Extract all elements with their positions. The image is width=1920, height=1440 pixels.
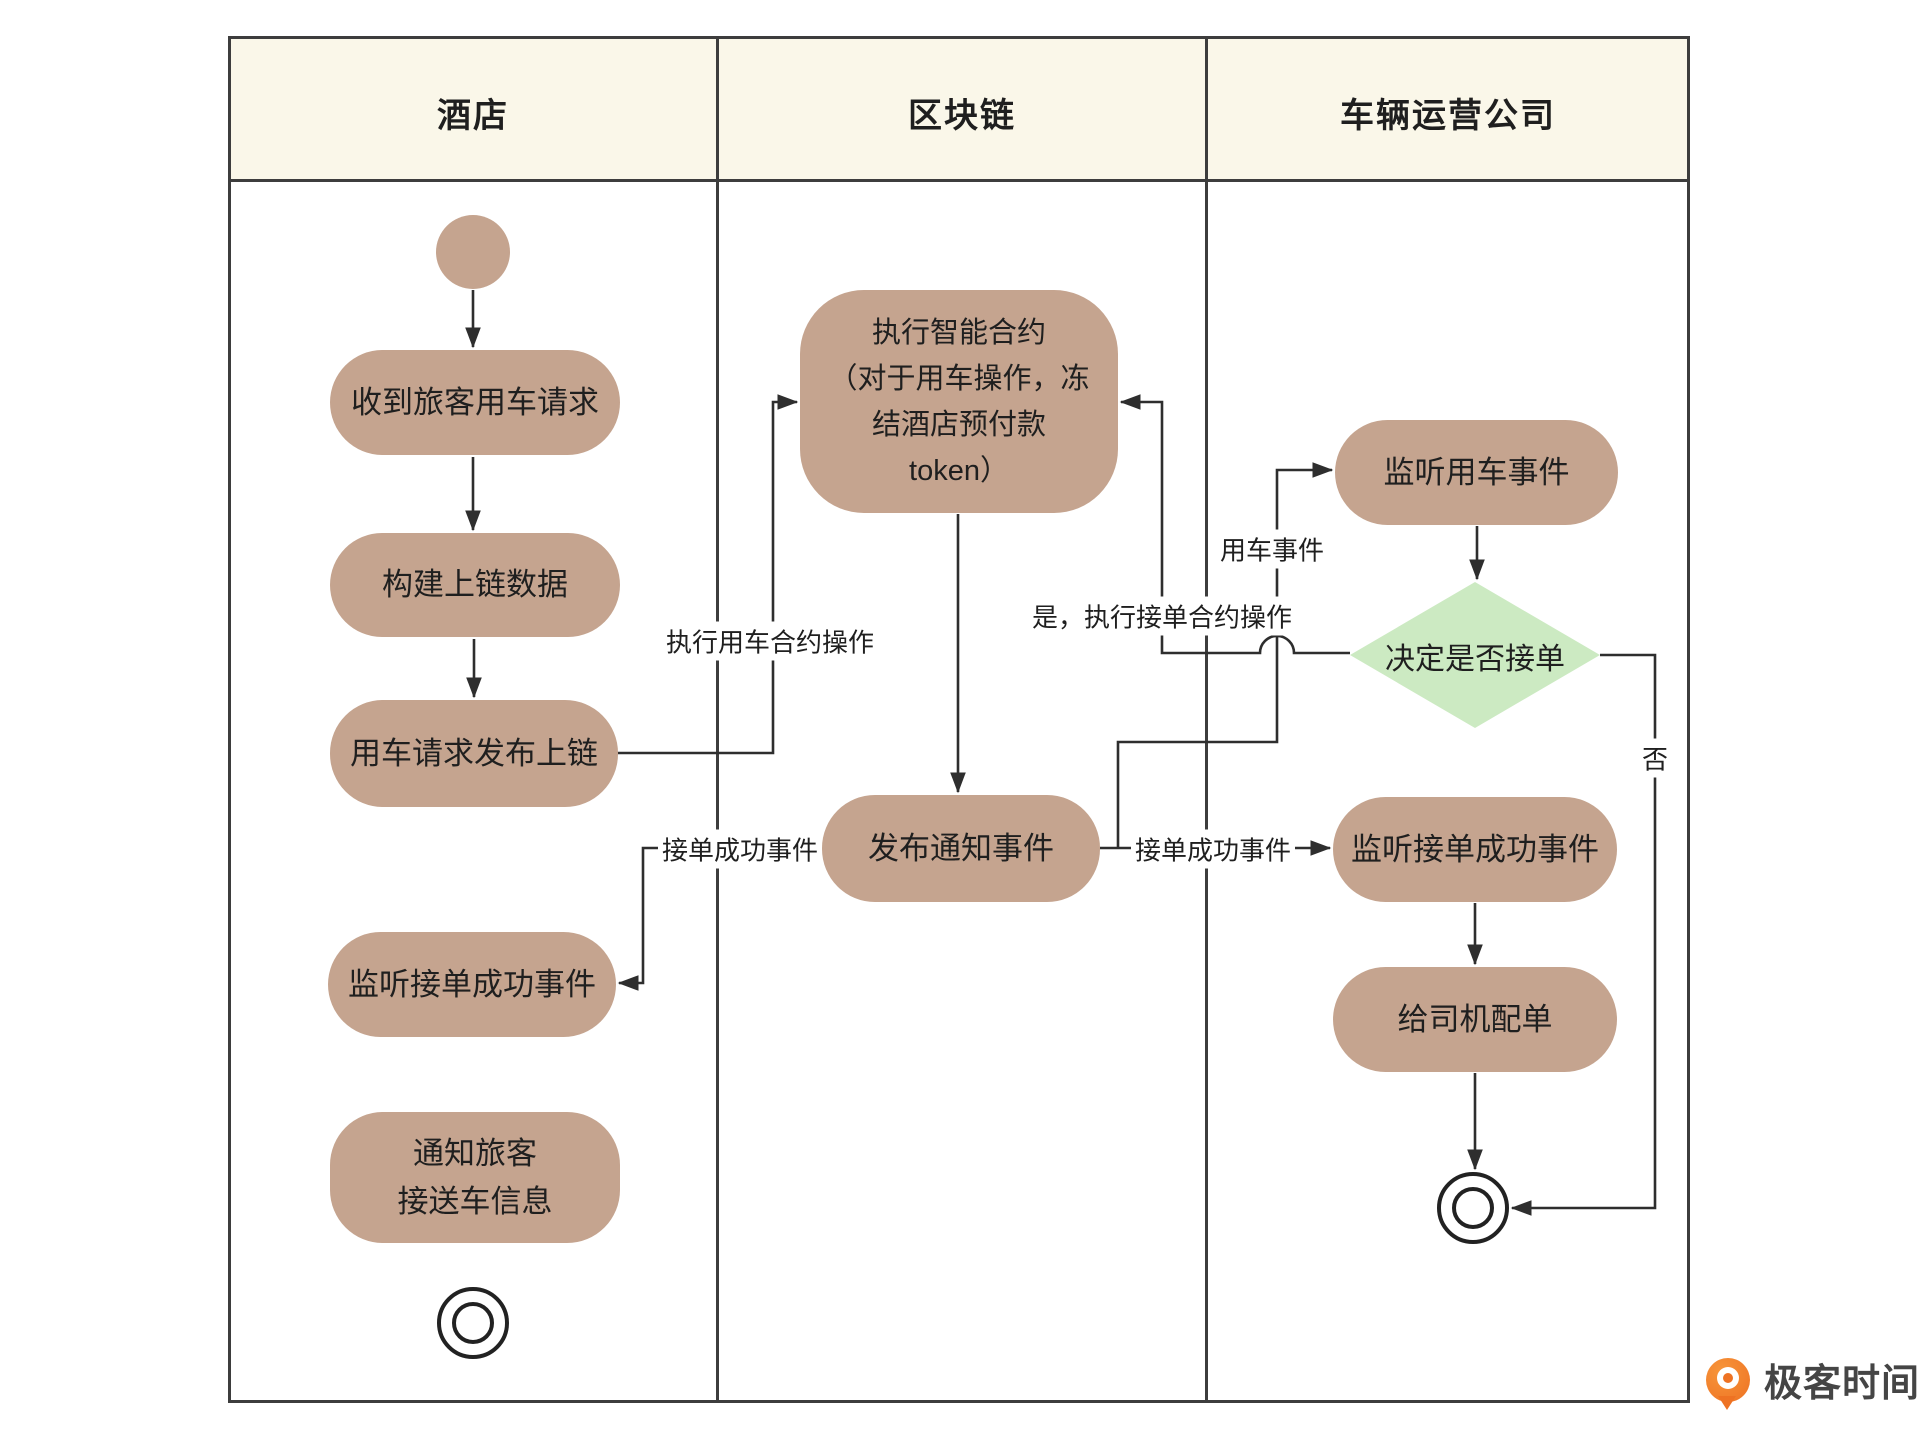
edge-label-success-event-left: 接单成功事件 xyxy=(657,829,823,869)
edge-label-success-event-right: 接单成功事件 xyxy=(1130,829,1296,869)
node-publish-request-onchain: 用车请求发布上链 xyxy=(330,700,618,807)
node-publish-notification-event: 发布通知事件 xyxy=(822,795,1100,902)
start-node xyxy=(436,215,510,289)
lane-title-hotel: 酒店 xyxy=(437,97,509,135)
lane-divider-2 xyxy=(1205,36,1208,1403)
node-hotel-listen-success: 监听接单成功事件 xyxy=(328,932,616,1037)
node-receive-request: 收到旅客用车请求 xyxy=(330,350,620,455)
edge-publish-event-to-listen-use xyxy=(1116,462,1334,848)
edge-label-use-event: 用车事件 xyxy=(1215,529,1329,569)
node-company-listen-success: 监听接单成功事件 xyxy=(1333,797,1617,902)
edge-label-yes-execute: 是，执行接单合约操作 xyxy=(1027,596,1297,636)
geektime-logo: 极客时间 xyxy=(1706,1352,1920,1410)
lane-title-vehicle-company: 车辆运营公司 xyxy=(1340,97,1556,135)
lane-divider-1 xyxy=(716,36,719,1403)
edge-decision-yes-to-contract xyxy=(1119,394,1350,655)
end-node-company xyxy=(1437,1172,1509,1244)
geektime-logo-icon xyxy=(1706,1357,1750,1410)
swimlane-header-band xyxy=(228,36,1690,182)
edge-decision-no-to-end xyxy=(1510,653,1657,1216)
node-execute-smart-contract: 执行智能合约 （对于用车操作，冻 结酒店预付款 token） xyxy=(800,290,1118,513)
end-node-hotel xyxy=(437,1287,509,1359)
edge-publish-request-to-contract xyxy=(617,394,799,755)
node-listen-use-event: 监听用车事件 xyxy=(1335,420,1618,525)
geektime-logo-text: 极客时间 xyxy=(1764,1363,1920,1405)
decision-label: 决定是否接单 xyxy=(1385,643,1565,676)
edge-label-execute-use-contract: 执行用车合约操作 xyxy=(661,621,879,661)
lane-title-blockchain: 区块链 xyxy=(908,97,1016,135)
end-node-hotel-inner xyxy=(452,1302,494,1344)
node-notify-passenger: 通知旅客 接送车信息 xyxy=(330,1112,620,1243)
decision-diamond xyxy=(1350,582,1600,728)
node-build-chain-data: 构建上链数据 xyxy=(330,533,620,637)
node-assign-driver: 给司机配单 xyxy=(1333,967,1617,1072)
end-node-company-inner xyxy=(1452,1187,1494,1229)
edge-label-no: 否 xyxy=(1637,738,1673,778)
